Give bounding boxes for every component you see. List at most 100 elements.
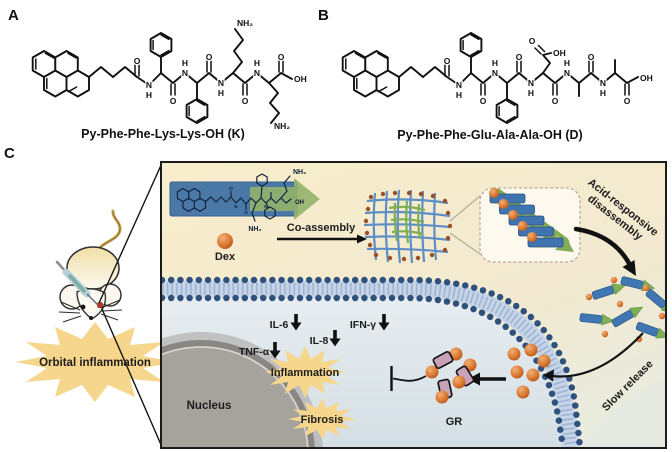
atom-label: H [182,58,188,68]
atom-label: OH [640,73,653,83]
sidechain-bonds [160,28,280,124]
backbone-bonds [398,66,639,86]
dex-dots [363,190,453,262]
atom-label: O [624,96,631,106]
atom-label: O [242,96,249,106]
atom-label: NH₂ [248,226,261,233]
atom-label: O [588,52,595,62]
atom-label: NH₂ [237,18,253,28]
cytokine-tnfa: TNF-α [239,346,270,358]
disassembly-arrow-icon [573,226,636,276]
atom-label: N [146,80,152,90]
dex-label: Dex [215,251,236,263]
atom-label: O [480,96,487,106]
atom-label: O [170,96,177,106]
stacked-nanorods [489,188,564,248]
released-dex-cluster [507,343,551,399]
nanorod-fragments [579,276,665,343]
fibrosis-starburst [288,399,356,439]
atom-label: H [456,90,462,100]
panel-c-label: C [4,145,15,162]
atom-label: OH [553,48,566,58]
carbonyl-bonds [444,44,630,96]
atom-label: O [229,186,233,192]
cytokine-ifng: IFN-γ [350,319,376,331]
down-arrow-icon [329,330,341,347]
panel-c-left-scene: Orbital inflammation [15,162,162,448]
sidechain-bonds [470,52,616,100]
atom-label: N [218,78,224,88]
cytokine-il8: IL-8 [310,335,329,347]
orbital-inflammation-label: Orbital inflammation [39,357,151,369]
co-assembly-arrow-icon [277,234,367,244]
atom-label: N [492,68,498,78]
atom-label: O [529,36,536,46]
atom-label: N [564,68,570,78]
mouse-icon [58,209,123,323]
panel-b-label: B [318,7,329,24]
inset-callout-lines [449,195,481,255]
atom-label: NH₂ [293,169,306,176]
atom-label: H [254,58,260,68]
inflammation-label: Inflammation [271,367,340,379]
molecule-b-caption: Py-Phe-Phe-Glu-Ala-Ala-OH (D) [397,128,583,142]
benzene-ring-icon [149,32,209,124]
pyrene-icon [31,50,90,98]
atom-label: N [234,204,238,210]
starburst [15,322,162,402]
atom-label: O [516,52,523,62]
cytokine-il6: IL-6 [270,319,289,331]
down-arrow-icon [378,314,390,331]
atom-label: O [444,56,451,66]
atom-label: O [206,52,213,62]
atom-label: OH [294,74,307,84]
mouse-eye [80,304,86,310]
atom-label: N [456,80,462,90]
atom-label: N [600,78,606,88]
syringe-icon [55,260,99,306]
inset-box [479,187,581,263]
pyrene-icon [176,187,207,212]
atom-label: NH₂ [274,121,290,131]
corner-shade [577,381,665,447]
hydrophilic-arrow [250,178,320,220]
gr-label: GR [446,416,463,428]
dex-sphere [217,233,233,249]
atom-label: H [528,88,534,98]
atom-label: N [254,68,260,78]
inhibition-line-icon [390,366,427,391]
panel-a-label: A [8,7,19,24]
mouse-nose [89,316,93,320]
atom-label: H [218,88,224,98]
inflammation-starburst [265,346,345,398]
down-arrow-icon [269,342,281,359]
fibrosis-label: Fibrosis [301,414,344,426]
carbonyl-bonds [134,60,284,96]
atom-label: O [278,52,285,62]
atom-label: N [264,204,268,210]
nucleus-shape [162,332,323,447]
atom-label: OH [295,200,304,206]
nucleus-label: Nucleus [187,400,232,412]
atom-label: O [134,56,141,66]
slow-release-arrow-icon [543,332,644,382]
atom-label: H [564,58,570,68]
nanofiber-mesh [363,189,453,264]
molecule-a-caption: Py-Phe-Phe-Lys-Lys-OH (K) [81,127,245,141]
atom-label: N [182,68,188,78]
backbone-bonds [88,66,293,86]
atom-label: H [146,90,152,100]
gr-complex [425,347,477,404]
atom-label: O [244,210,248,216]
pyrene-icon [341,50,400,98]
inflamed-eye [96,301,104,309]
atom-label: O [552,96,559,106]
atom-label: H [600,88,606,98]
callout-lines [98,162,162,448]
atom-label: N [528,78,534,88]
